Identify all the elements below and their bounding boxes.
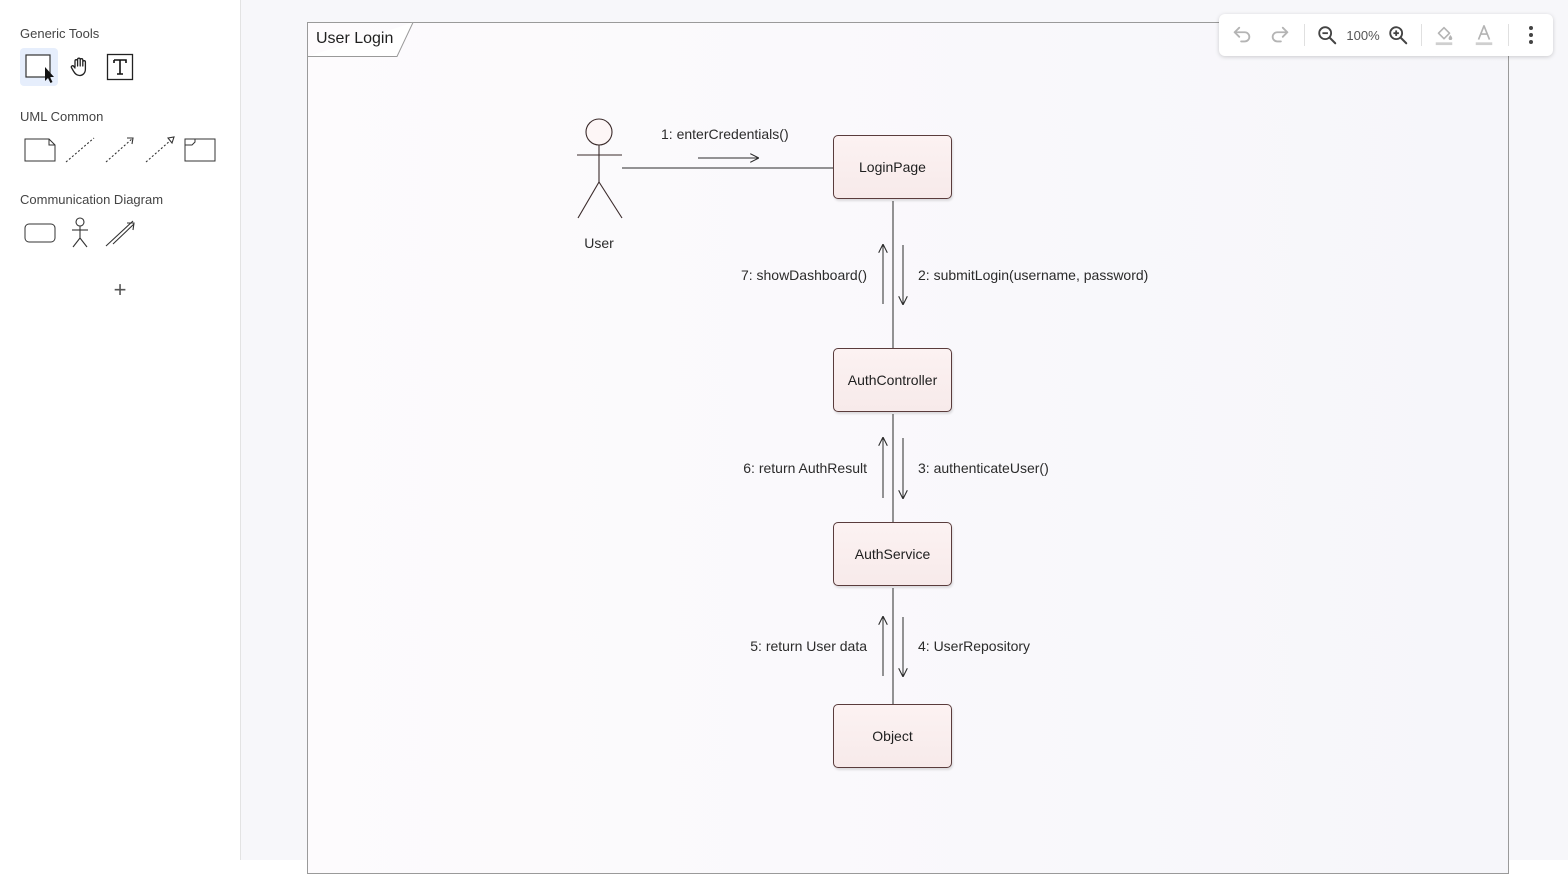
text-icon xyxy=(106,53,134,81)
more-vertical-icon xyxy=(1529,26,1533,44)
zoom-out-icon xyxy=(1318,26,1337,45)
fill-color-button[interactable] xyxy=(1430,21,1458,49)
frame-tool[interactable] xyxy=(181,131,219,169)
canvas-toolbar: 100% xyxy=(1219,14,1553,56)
dependency-tool[interactable] xyxy=(101,131,139,169)
uml-common-title: UML Common xyxy=(20,109,104,124)
paint-bucket-icon xyxy=(1435,26,1453,46)
communication-link-tool[interactable] xyxy=(101,214,139,252)
undo-button[interactable] xyxy=(1228,21,1256,49)
frame-title-tab xyxy=(307,22,414,57)
actor-icon xyxy=(72,217,88,248)
message-label-6[interactable]: 6: return AuthResult xyxy=(743,460,867,476)
message-label-1[interactable]: 1: enterCredentials() xyxy=(661,126,789,142)
zoom-out-button[interactable] xyxy=(1313,21,1341,49)
lifeline-object[interactable]: Object xyxy=(833,704,952,768)
frame-title: User Login xyxy=(316,30,394,47)
toolbar-divider xyxy=(1421,24,1422,46)
frame-icon xyxy=(184,138,216,162)
message-label-4[interactable]: 4: UserRepository xyxy=(918,638,1031,654)
note-link-tool[interactable] xyxy=(61,131,99,169)
rounded-rect-icon xyxy=(24,223,56,243)
lifeline-tool[interactable] xyxy=(21,214,59,252)
toolbar-divider xyxy=(1304,24,1305,46)
redo-icon xyxy=(1271,26,1289,43)
actor-label: User xyxy=(584,235,614,251)
font-color-icon xyxy=(1475,25,1493,46)
generic-tools-title: Generic Tools xyxy=(20,26,100,41)
pointer-icon xyxy=(25,54,54,83)
hand-icon xyxy=(70,57,87,77)
note-tool[interactable] xyxy=(21,131,59,169)
hand-tool[interactable] xyxy=(61,48,99,86)
more-options-button[interactable] xyxy=(1517,21,1545,49)
dashed-arrow-icon xyxy=(105,137,134,163)
lifeline-authcontroller[interactable]: AuthController xyxy=(833,348,952,412)
add-shape-button[interactable]: + xyxy=(113,277,127,302)
message-label-2[interactable]: 2: submitLogin(username, password) xyxy=(918,267,1149,283)
select-tool[interactable] xyxy=(20,48,58,86)
toolbar-divider xyxy=(1508,24,1509,46)
diagram-connectors xyxy=(577,118,1568,704)
actor-tool[interactable] xyxy=(61,214,99,252)
undo-icon xyxy=(1233,26,1251,43)
message-label-5[interactable]: 5: return User data xyxy=(750,638,867,654)
tool-sidebar: Generic Tools UML Common xyxy=(0,0,241,860)
dashed-triangle-arrow-icon xyxy=(145,136,175,163)
realization-tool[interactable] xyxy=(141,131,179,169)
text-tool[interactable] xyxy=(101,48,139,86)
zoom-in-icon xyxy=(1389,26,1408,45)
dashed-line-icon xyxy=(65,137,95,163)
redo-button[interactable] xyxy=(1266,21,1294,49)
diagram-canvas[interactable]: User Login User LoginPage xyxy=(241,0,1568,874)
note-icon xyxy=(24,138,56,162)
message-label-3[interactable]: 3: authenticateUser() xyxy=(918,460,1049,476)
communication-diagram-title: Communication Diagram xyxy=(20,192,164,207)
text-color-button[interactable] xyxy=(1470,21,1498,49)
lifeline-authservice[interactable]: AuthService xyxy=(833,522,952,586)
link-arrow-icon xyxy=(105,220,135,247)
message-label-7[interactable]: 7: showDashboard() xyxy=(740,267,867,283)
zoom-in-button[interactable] xyxy=(1384,21,1412,49)
user-actor[interactable] xyxy=(577,118,623,219)
lifeline-loginpage[interactable]: LoginPage xyxy=(833,135,952,199)
zoom-level: 100% xyxy=(1346,28,1380,43)
